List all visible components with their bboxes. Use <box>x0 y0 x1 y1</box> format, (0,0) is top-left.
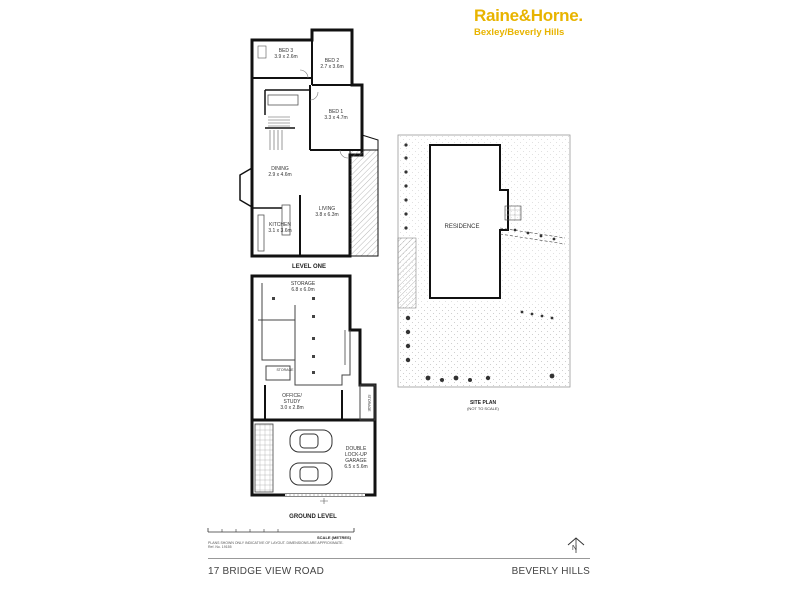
brand-logo: Raine&Horne. Bexley/Beverly Hills <box>474 6 604 38</box>
ground-room-size: 3.0 x 2.8m <box>280 405 303 411</box>
scale-bar: SCALE (METRES) <box>207 528 355 540</box>
ground-room-name: STORAGE <box>291 281 316 287</box>
car-icon <box>289 429 333 453</box>
level-one-room-size: 2.9 x 4.6m <box>268 172 291 178</box>
garage-wall <box>250 418 377 497</box>
bay-window <box>239 167 253 208</box>
level-one-room-size: 2.7 x 3.6m <box>320 64 343 70</box>
level-one-room-name: LIVING <box>319 206 336 212</box>
ground-level-plan: STORAGE 6.8 x 6.0m STORAGE OFFICE/ STUDY… <box>250 274 377 520</box>
site-plan-title: SITE PLAN <box>470 400 497 406</box>
ground-room-name: DOUBLE <box>346 446 367 452</box>
site-plan: RESIDENCE SITE PLAN (NOT TO SCALE) <box>397 134 571 411</box>
ground-room-name-2: STUDY <box>284 399 302 405</box>
residence-label: RESIDENCE <box>444 224 479 230</box>
brand-office: Bexley/Beverly Hills <box>474 27 565 38</box>
level-one-room-name: DINING <box>271 166 289 172</box>
car-icon <box>289 462 333 486</box>
north-arrow-icon: N <box>567 537 585 553</box>
level-one-room-name: BED 1 <box>329 109 344 115</box>
disclaimer-text: PLANS SHOWN ONLY INDICATIVE OF LAYOUT. D… <box>208 541 344 545</box>
ground-room-size: 6.8 x 6.0m <box>291 287 314 293</box>
level-one-room-size: 3.1 x 3.6m <box>268 228 291 234</box>
level-one-room-name: BED 3 <box>279 48 294 54</box>
shrub-icons <box>404 143 556 382</box>
level-one-room-size: 3.9 x 2.6m <box>274 54 297 60</box>
deck-area <box>349 149 379 257</box>
property-address: 17 BRIDGE VIEW ROAD <box>208 566 325 577</box>
site-plan-subtitle: (NOT TO SCALE) <box>467 406 499 411</box>
ground-level-title: GROUND LEVEL <box>289 514 337 520</box>
level-one-room-name: KITCHEN <box>269 222 291 228</box>
ground-room-name: STORAGE <box>276 368 294 372</box>
ground-room-name: OFFICE/ <box>282 393 302 399</box>
level-one-room-size: 3.3 x 4.7m <box>324 115 347 121</box>
ground-room-size: 6.5 x 5.6m <box>344 464 367 470</box>
level-one-plan: BED 3 3.9 x 2.6m BED 2 2.7 x 3.6m BED 1 … <box>239 28 379 270</box>
footer-divider <box>208 558 590 559</box>
level-one-room-size: 3.8 x 6.3m <box>315 212 338 218</box>
ground-room-name-2: LOCK-UP <box>345 452 368 458</box>
reference-number: Ref. No. 19155 <box>208 545 232 549</box>
scale-label: SCALE (METRES) <box>317 535 352 540</box>
ground-room-name-3: GARAGE <box>345 458 367 464</box>
disclaimer: PLANS SHOWN ONLY INDICATIVE OF LAYOUT. D… <box>208 541 408 549</box>
level-one-title: LEVEL ONE <box>292 264 326 270</box>
ground-room-name: STORAGE <box>367 394 371 412</box>
residence-footprint <box>429 144 509 299</box>
level-one-room-name: BED 2 <box>325 58 340 64</box>
property-suburb: BEVERLY HILLS <box>511 566 590 577</box>
brand-name: Raine&Horne. <box>474 6 583 25</box>
compass-letter: N <box>572 545 577 552</box>
